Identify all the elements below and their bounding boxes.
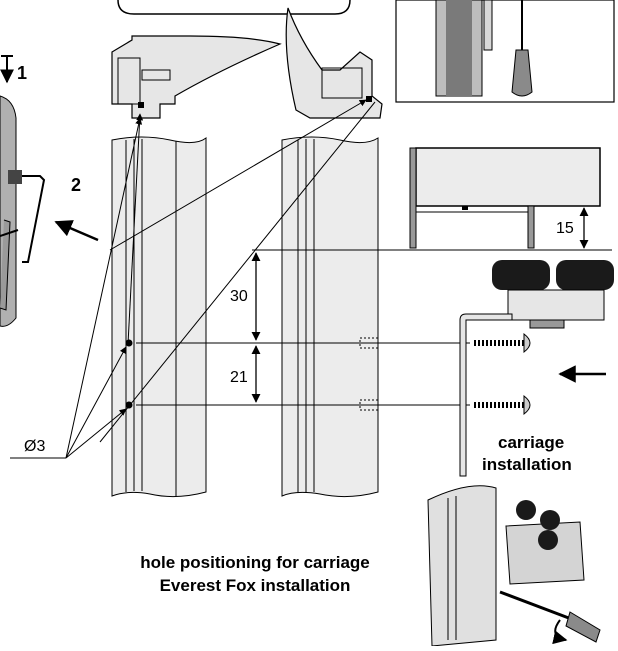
right-vertical-profile [281,136,379,498]
screw-bottom [474,394,531,416]
main-caption-line2: Everest Fox installation [160,576,351,595]
carriage-bracket [459,313,513,477]
carriage-caption-line1: carriage [498,433,564,452]
hidden-hole-top [359,337,379,349]
carriage-wheels [492,260,614,329]
diameter-leaders [10,117,143,459]
step2-label: 2 [71,175,81,195]
left-vertical-profile [111,136,207,498]
top-callout-frame [117,0,351,15]
dim21-label: 21 [230,369,248,386]
hole-top [125,339,133,347]
diameter-label: Ø3 [24,438,45,455]
dim30-label: 30 [230,288,248,305]
carriage-3d-illustration [427,485,601,647]
track-rail [409,147,601,249]
hole-bottom [125,401,133,409]
left-profile-section [111,35,282,119]
carriage-caption-line2: installation [482,455,572,474]
screwdriver-inset [395,0,615,103]
step1-arrow [0,55,14,84]
right-profile-section [285,7,383,119]
main-caption-line1: hole positioning for carriage [140,553,370,572]
hidden-hole-bottom [359,399,379,411]
dim15-label: 15 [556,220,574,237]
reference-lines [136,249,612,406]
left-step-illustration [0,95,46,327]
push-arrow [54,220,99,242]
step1-label: 1 [17,63,27,83]
leader-lines [99,99,376,443]
screw-top [474,332,531,354]
